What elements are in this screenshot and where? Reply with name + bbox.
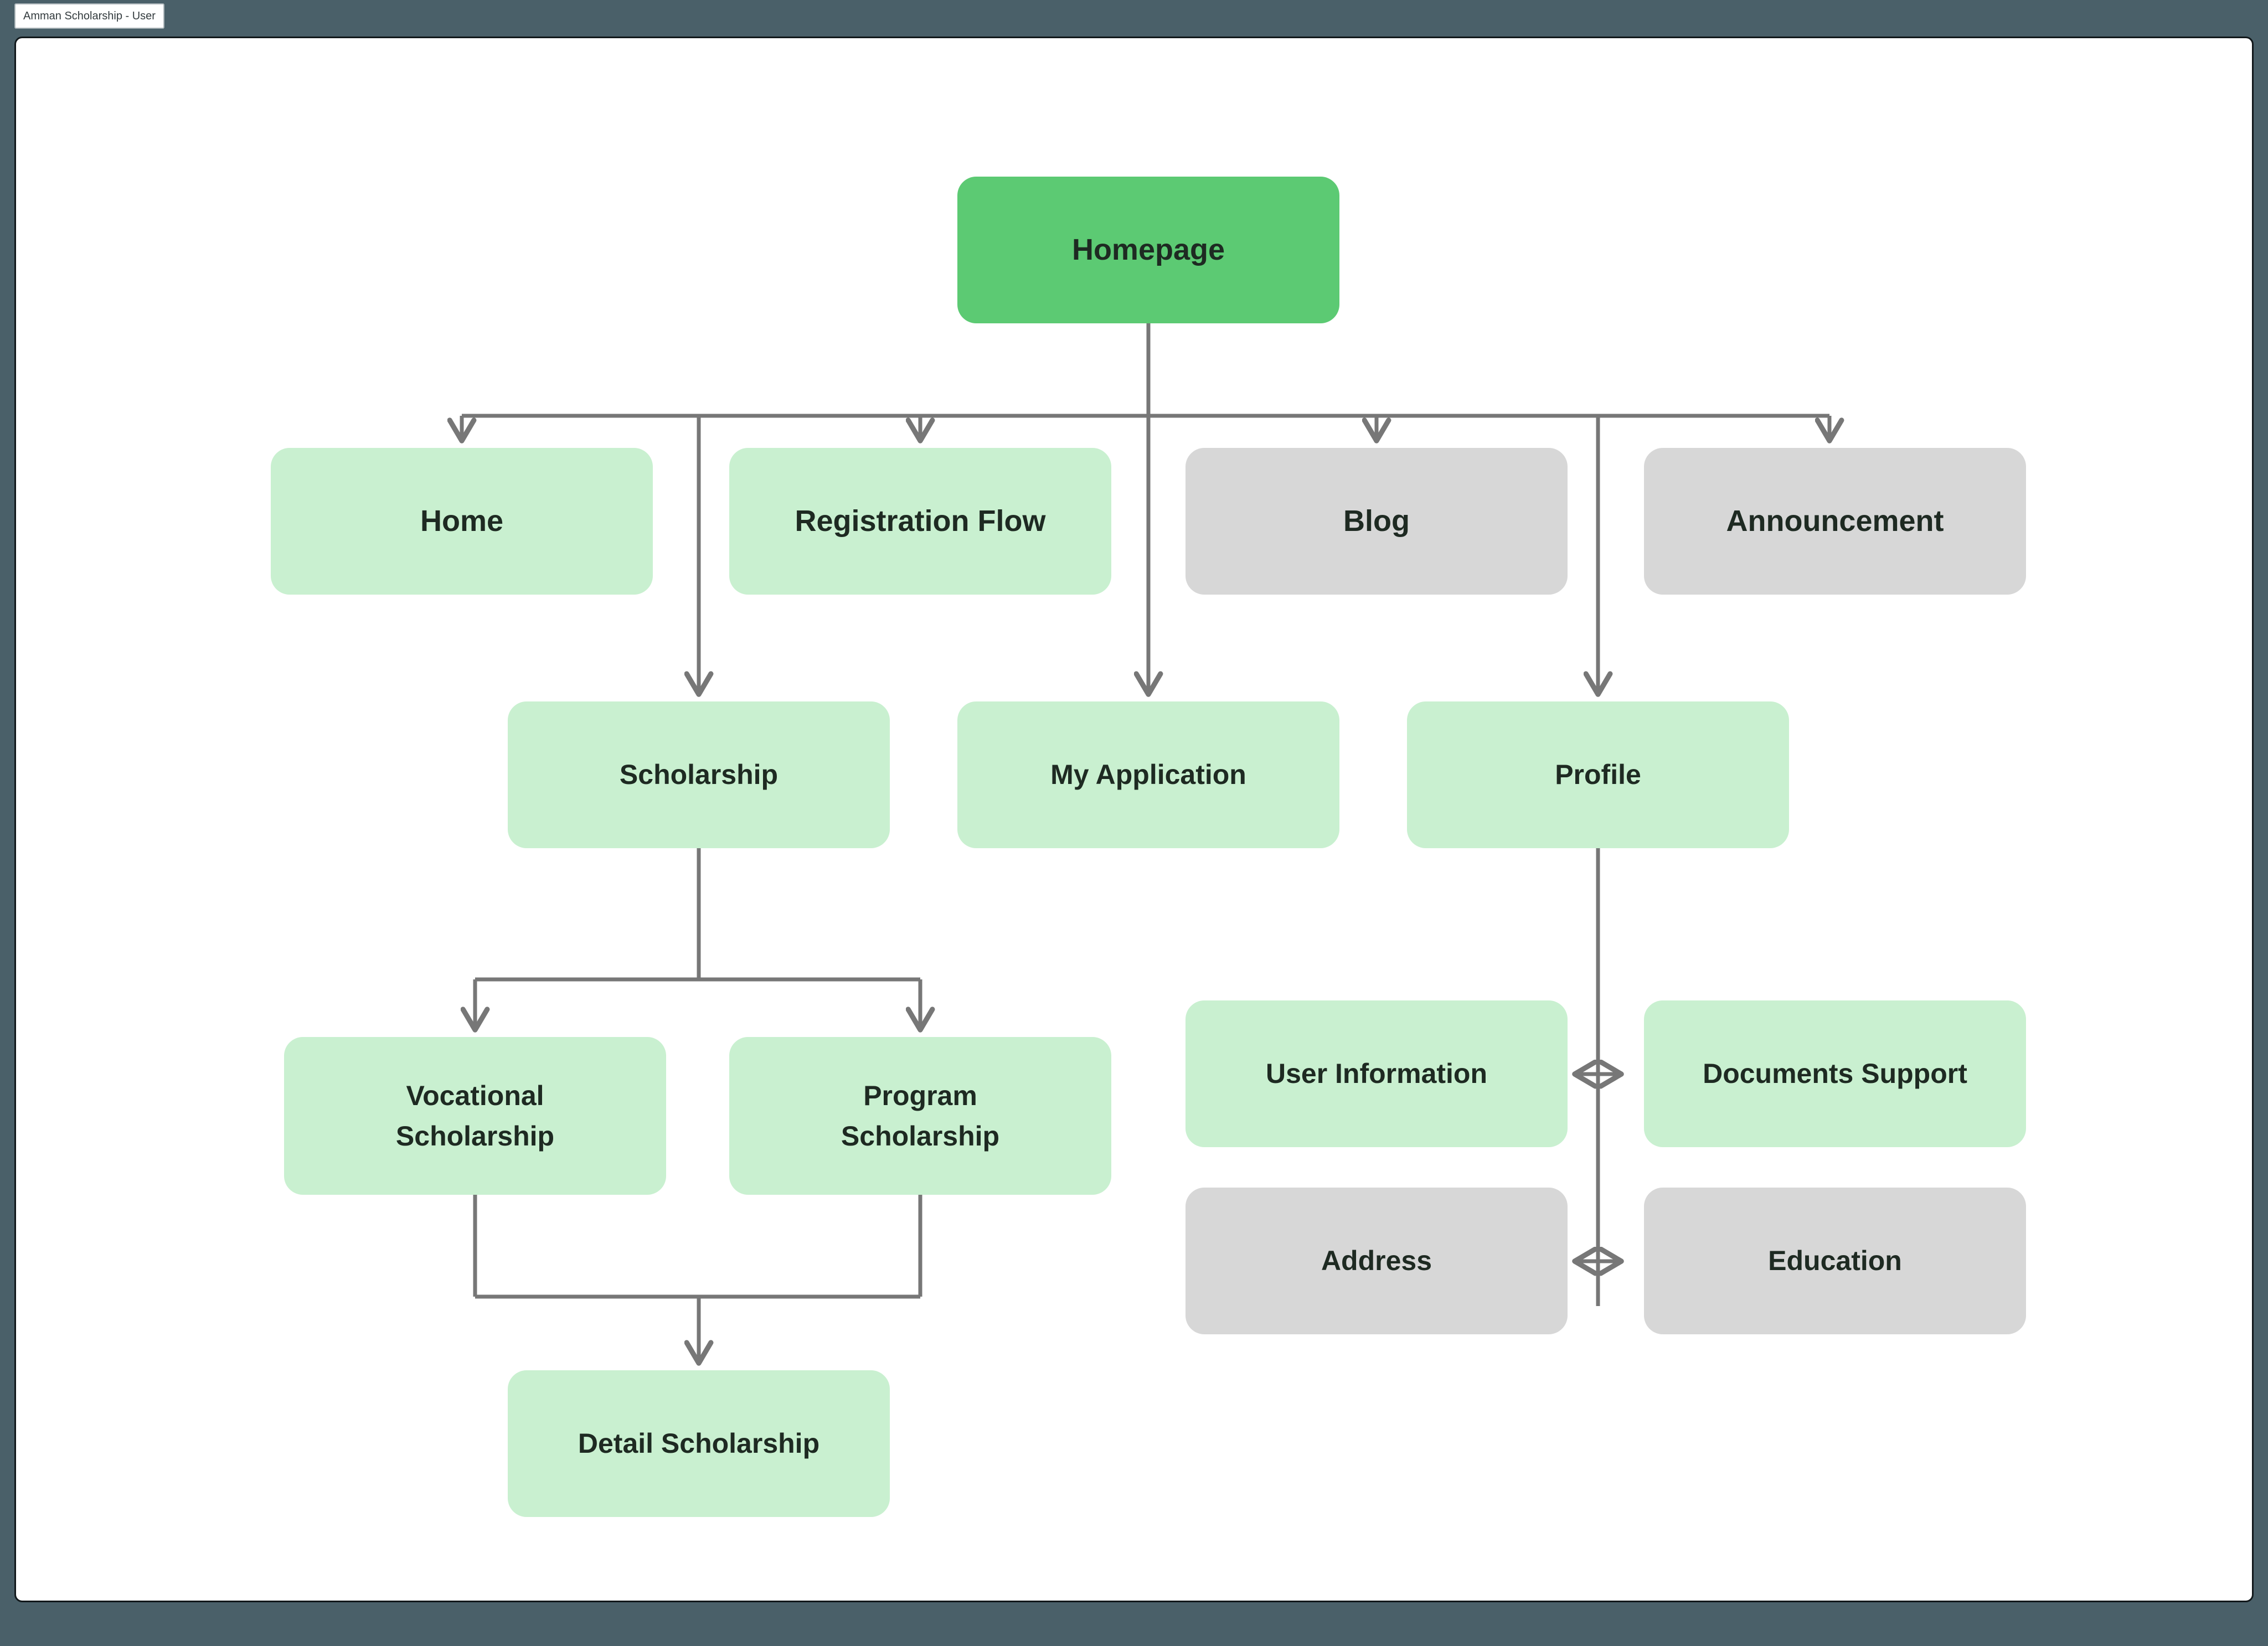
node-detail-scholarship[interactable]: Detail Scholarship — [508, 1370, 890, 1517]
diagram-canvas: Homepage Home Registration Flow Blog Ann… — [16, 38, 2252, 1601]
node-profile[interactable]: Profile — [1407, 701, 1789, 848]
node-my-application[interactable]: My Application — [957, 701, 1339, 848]
node-blog[interactable]: Blog — [1185, 448, 1568, 595]
node-label: Announcement — [1726, 504, 1944, 538]
node-documents-support[interactable]: Documents Support — [1644, 1000, 2026, 1147]
node-label: Program Scholarship — [841, 1080, 1000, 1152]
node-scholarship[interactable]: Scholarship — [508, 701, 890, 848]
node-label: Address — [1321, 1245, 1432, 1277]
node-user-information[interactable]: User Information — [1185, 1000, 1568, 1147]
node-label: User Information — [1265, 1058, 1488, 1090]
node-homepage[interactable]: Homepage — [957, 177, 1339, 323]
node-label: Education — [1768, 1245, 1902, 1277]
node-label: Registration Flow — [795, 504, 1046, 538]
node-label: Detail Scholarship — [578, 1428, 820, 1459]
node-program-scholarship[interactable]: Program Scholarship — [729, 1037, 1111, 1195]
node-label: Blog — [1343, 504, 1410, 538]
node-address[interactable]: Address — [1185, 1188, 1568, 1334]
page-window: Homepage Home Registration Flow Blog Ann… — [14, 37, 2254, 1602]
node-label: My Application — [1050, 759, 1246, 791]
node-label: Home — [420, 504, 504, 538]
node-label: Homepage — [1071, 233, 1225, 267]
node-label: Vocational Scholarship — [395, 1080, 555, 1152]
node-announcement[interactable]: Announcement — [1644, 448, 2026, 595]
node-label: Scholarship — [619, 759, 779, 791]
node-label: Documents Support — [1703, 1058, 1967, 1090]
node-vocational-scholarship[interactable]: Vocational Scholarship — [284, 1037, 666, 1195]
node-label: Profile — [1555, 759, 1641, 791]
node-home[interactable]: Home — [271, 448, 653, 595]
browser-tab[interactable]: Amman Scholarship - User — [14, 3, 164, 29]
node-registration-flow[interactable]: Registration Flow — [729, 448, 1111, 595]
browser-tab-label: Amman Scholarship - User — [23, 9, 156, 22]
browser-tab-strip: Amman Scholarship - User — [0, 0, 2268, 40]
node-education[interactable]: Education — [1644, 1188, 2026, 1334]
